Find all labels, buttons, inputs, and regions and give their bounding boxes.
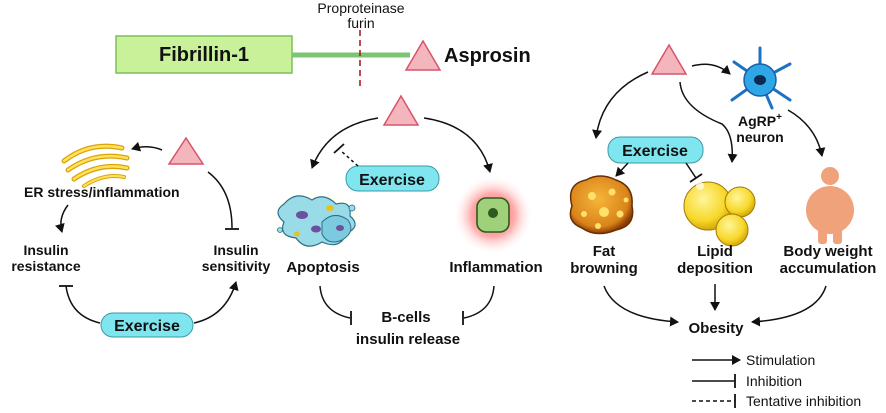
asprosin-triangle-left-icon [167, 136, 205, 165]
brown-fat-icon [569, 175, 634, 235]
bcells-label-1: B-cells [381, 309, 430, 326]
arrow-er-to-resistance [54, 204, 69, 233]
legend-inhibition-label: Inhibition [746, 373, 802, 389]
fibrillin-label: Fibrillin-1 [159, 44, 249, 66]
body-weight-label-1: Body weight [783, 243, 872, 260]
asprosin-triangle-right-icon [650, 43, 688, 75]
asprosin-triangle-middle-icon [382, 94, 420, 126]
lipid-deposition-label-2: deposition [677, 260, 753, 277]
bcells-label-2: insulin release [356, 331, 460, 348]
apoptosis-label: Apoptosis [286, 259, 359, 276]
exercise-label-middle: Exercise [359, 172, 425, 189]
insulin-resistance-label-2: resistance [11, 258, 80, 274]
lipid-droplets-icon [683, 181, 756, 247]
arrow-exercise-to-sensitivity [193, 281, 239, 324]
insulin-sensitivity-label-2: sensitivity [202, 258, 271, 274]
agrp-label: AgRP+ [738, 112, 782, 129]
arrow-asprosin-to-er [131, 141, 163, 152]
exercise-badge-left [100, 312, 194, 338]
neuron-label: neuron [736, 129, 783, 145]
furin-label-1: Proproteinase [317, 0, 404, 16]
er-stress-icon [61, 143, 130, 188]
legend-tentative-label: Tentative inhibition [746, 393, 861, 409]
asprosin-label: Asprosin [444, 45, 531, 67]
obesity-label: Obesity [688, 320, 744, 337]
body-weight-label-2: accumulation [780, 260, 877, 277]
tentative-bar [333, 143, 345, 154]
fat-browning-label-2: browning [570, 260, 638, 277]
furin-label-2: furin [347, 15, 374, 31]
arrow-asprosin-to-agrp [691, 63, 731, 75]
inflamed-cell-icon [453, 175, 533, 255]
inhibit-exercise-to-lipid [685, 162, 697, 179]
fibrillin-box [115, 35, 293, 74]
inhibit-exercise-to-resistance [65, 285, 101, 324]
agrp-neuron-icon [730, 46, 792, 110]
arrow-asprosin-to-apoptosis [310, 117, 379, 169]
obese-person-icon [806, 167, 854, 244]
apoptosis-cells-icon [266, 186, 370, 254]
insulin-sensitivity-label-1: Insulin [213, 242, 258, 258]
legend: Stimulation Inhibition Tentative inhibit… [692, 352, 861, 409]
arrow-asprosin-to-lipid [679, 81, 738, 163]
arrow-asprosin-to-fat [592, 71, 649, 139]
exercise-label-right: Exercise [622, 143, 688, 160]
inhibit-bar-lipid [689, 173, 703, 183]
exercise-label-left: Exercise [114, 318, 180, 335]
arrow-exercise-to-fat [615, 162, 629, 177]
inhibit-apoptosis-to-bcells [319, 285, 351, 319]
asprosin-triangle-icon [404, 39, 442, 71]
lipid-deposition-label-1: Lipid [697, 243, 733, 260]
inhibit-asprosin-to-sensitivity [207, 171, 233, 229]
insulin-resistance-label-1: Insulin [23, 242, 68, 258]
arrow-fat-to-obesity [603, 285, 679, 327]
exercise-badge-right [607, 136, 704, 164]
exercise-badge-middle [345, 165, 440, 192]
fat-browning-label-1: Fat [593, 243, 616, 260]
arrow-body-to-obesity [751, 285, 827, 327]
er-stress-label: ER stress/inflammation [24, 184, 180, 200]
inflammation-label: Inflammation [449, 259, 542, 276]
arrow-asprosin-to-inflammation [423, 117, 493, 173]
arrow-agrp-to-body [787, 109, 826, 157]
inhibit-inflammation-to-bcells [463, 285, 495, 319]
legend-stimulation-label: Stimulation [746, 352, 815, 368]
tentative-exercise-to-apoptosis-path [339, 149, 359, 167]
